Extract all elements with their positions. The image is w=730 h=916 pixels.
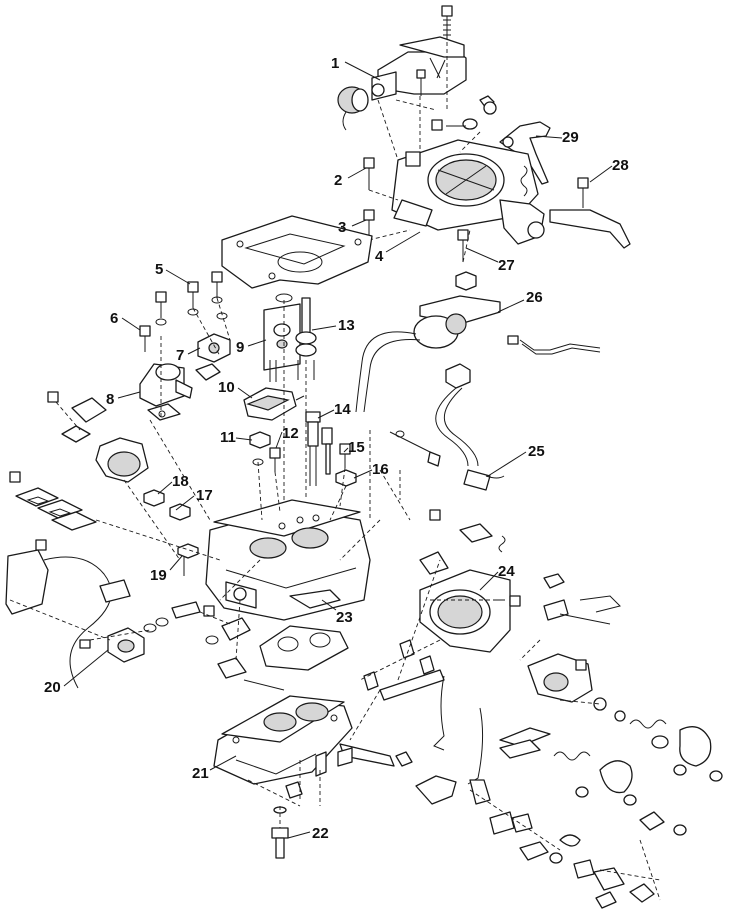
callout-23: 23 <box>336 609 353 626</box>
callout-16: 16 <box>372 461 389 478</box>
right-linkage-group <box>499 573 723 836</box>
idle-screw-group <box>143 543 219 645</box>
callout-24: 24 <box>498 563 515 580</box>
callout-29: 29 <box>562 129 579 146</box>
callout-8: 8 <box>106 391 114 408</box>
float-valve-group <box>243 293 317 421</box>
callout-11: 11 <box>220 429 236 446</box>
callout-5: 5 <box>155 261 163 278</box>
choke-bracket <box>371 36 467 101</box>
callout-25: 25 <box>528 443 545 460</box>
callout-2: 2 <box>334 172 342 189</box>
lower-linkage-group <box>415 739 655 909</box>
throttle-housing <box>419 509 521 653</box>
vacuum-break-diaphragm <box>337 86 369 131</box>
left-valves-group <box>9 391 191 521</box>
callout-26: 26 <box>526 289 543 306</box>
callout-4: 4 <box>375 248 384 265</box>
linkage-bracket <box>549 177 631 249</box>
callout-13: 13 <box>338 317 355 334</box>
bracket-screws <box>416 69 497 131</box>
callout-15: 15 <box>348 439 365 456</box>
callout-10: 10 <box>218 379 235 396</box>
callout-22: 22 <box>312 825 329 842</box>
callout-1: 1 <box>331 55 339 72</box>
throttle-position-bracket <box>5 539 145 689</box>
callout-labels: 1 2 3 4 5 6 7 8 9 10 11 12 13 14 15 16 1… <box>44 55 629 842</box>
upper-gasket <box>221 215 373 289</box>
left-gasket-stack <box>15 487 97 531</box>
callout-21: 21 <box>192 765 209 782</box>
callout-9: 9 <box>236 339 244 356</box>
sensor-wire-group <box>389 363 505 491</box>
callout-14: 14 <box>334 401 351 418</box>
top-screw <box>441 5 453 42</box>
alignment-lines <box>9 297 661 901</box>
left-fittings-group <box>139 271 231 421</box>
callout-19: 19 <box>150 567 167 584</box>
choke-housing-group <box>337 5 631 263</box>
callout-28: 28 <box>612 157 629 174</box>
carburetor-main-body <box>205 499 371 621</box>
callout-3: 3 <box>338 219 346 236</box>
jets-group <box>249 411 357 487</box>
callout-20: 20 <box>44 679 61 696</box>
leader-lines <box>63 61 613 839</box>
throttle-body <box>391 139 545 245</box>
throttle-base-plate <box>213 695 413 799</box>
solenoid-bracket-group <box>355 271 601 413</box>
callout-12: 12 <box>282 425 299 442</box>
callout-7: 7 <box>176 347 184 364</box>
callout-18: 18 <box>172 473 189 490</box>
callout-17: 17 <box>196 487 213 504</box>
callout-27: 27 <box>498 257 515 274</box>
lower-gasket <box>259 625 349 671</box>
callout-6: 6 <box>110 310 118 327</box>
